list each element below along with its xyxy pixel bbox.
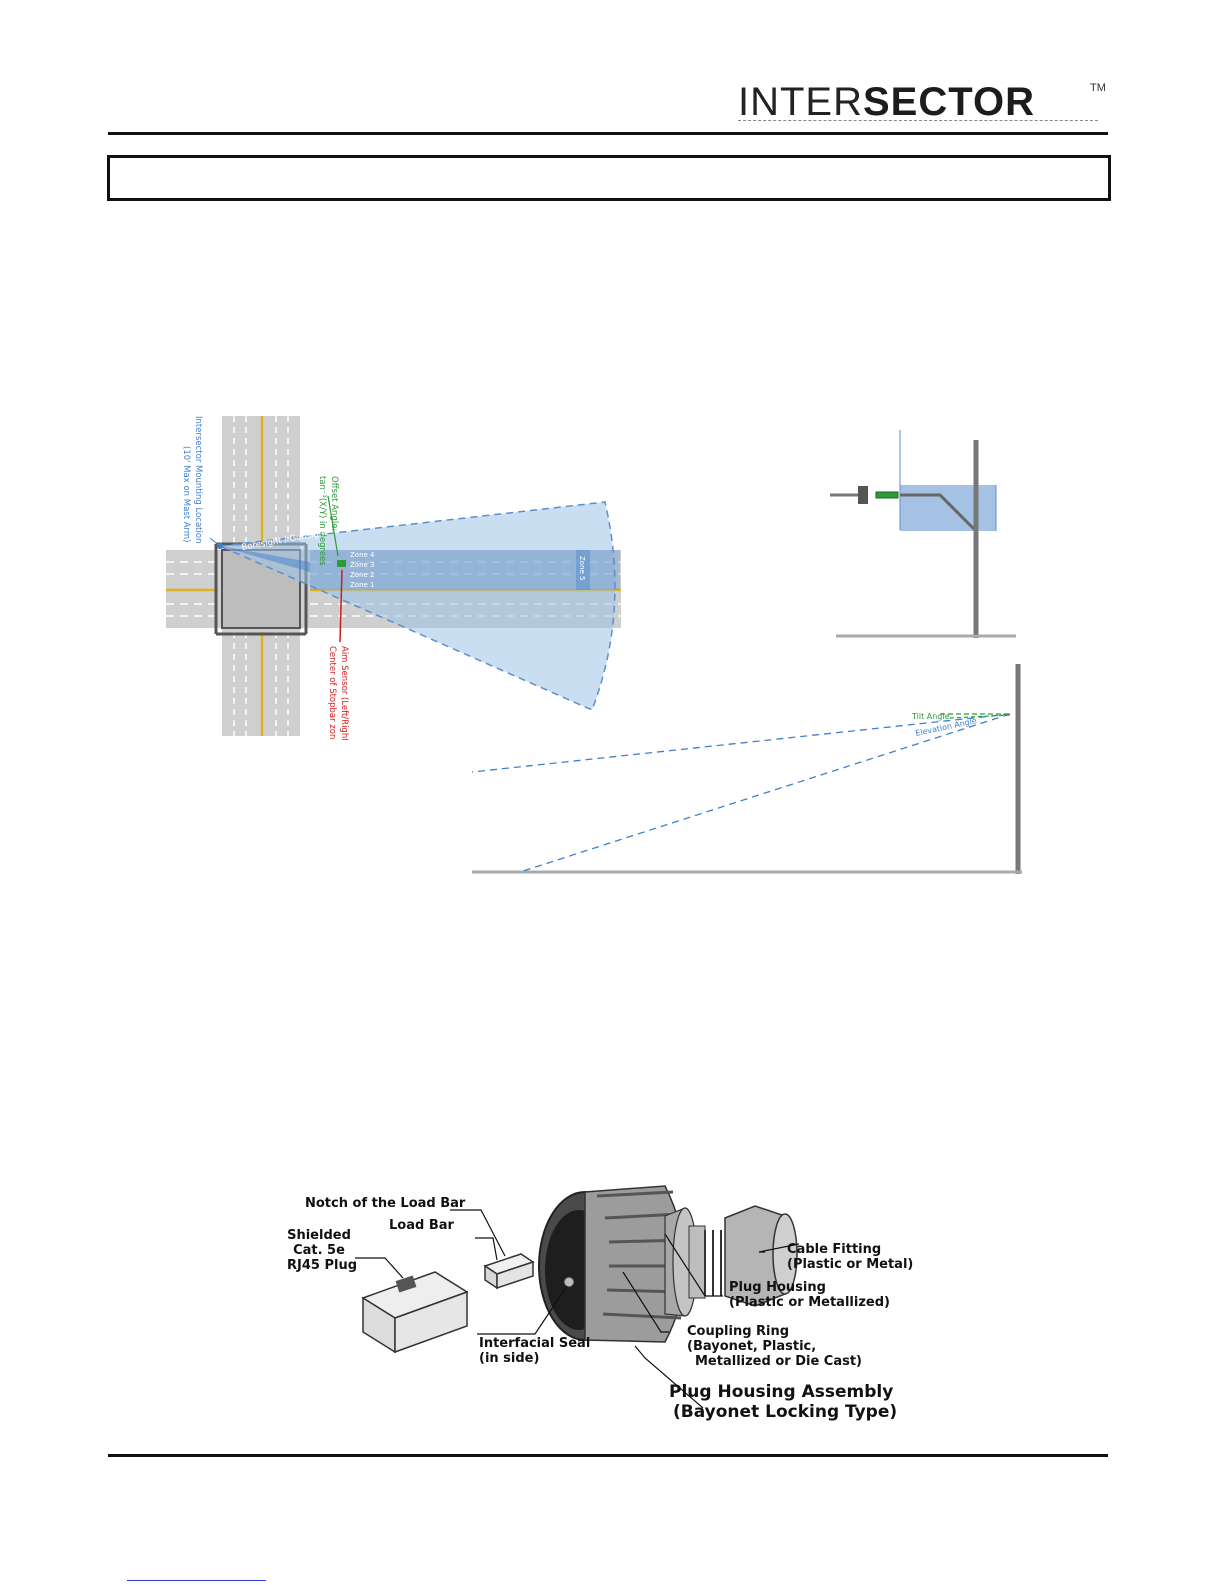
zone-2-label: Zone 2 xyxy=(350,571,375,579)
zone-band xyxy=(310,550,620,590)
load-bar xyxy=(483,1253,535,1290)
aim-arrow xyxy=(339,569,343,643)
plug-housing-line2: (Plastic or Metallized) xyxy=(729,1295,890,1310)
rj45-label-line3: RJ45 Plug xyxy=(287,1258,358,1273)
sensor-location-dot xyxy=(217,543,223,549)
offset-angle-label-1: Offset Angle: xyxy=(329,476,339,531)
coupling-ring-label: Coupling Ring (Bayonet, Plastic, Metalli… xyxy=(687,1324,862,1369)
footer-link-underline xyxy=(127,1580,266,1581)
coupling-ring xyxy=(538,1185,687,1343)
intersection-plan-diagram: Intersector Mounting Location (10' Max o… xyxy=(166,416,621,740)
sensor-unit xyxy=(858,486,868,504)
header-rule xyxy=(108,132,1108,135)
offset-marker xyxy=(337,560,346,567)
elevation-diagram: Tilt Angle Elevation Angle xyxy=(471,664,1022,874)
zone-4-label: Zone 4 xyxy=(350,551,375,559)
detection-area xyxy=(900,485,996,531)
plug-housing-line1: Plug Housing xyxy=(729,1280,826,1295)
coupling-line3: Metallized or Die Cast) xyxy=(695,1354,862,1369)
plug-housing xyxy=(664,1207,722,1317)
seal-line2: (in side) xyxy=(479,1351,540,1366)
cable-fitting-label: Cable Fitting (Plastic or Metal) xyxy=(787,1242,913,1272)
mounting-location-label-2: (10' Max on Mast Arm) xyxy=(181,446,191,543)
cable-fitting-line2: (Plastic or Metal) xyxy=(787,1257,914,1272)
offset-angle-label-2: tan⁻¹(X/Y) in degrees xyxy=(317,476,327,566)
logo-text: INTERSECTOR xyxy=(738,80,1035,124)
sensor-field-of-view xyxy=(217,501,616,712)
zone-1-label: Zone 1 xyxy=(350,581,375,589)
zone-3-label: Zone 3 xyxy=(350,561,375,569)
plug-housing-assembly-label: Plug Housing Assembly (Bayonet Locking T… xyxy=(669,1382,897,1422)
connector-illustration xyxy=(355,1185,800,1409)
rj45-plug xyxy=(361,1271,469,1354)
cable-fitting xyxy=(724,1205,798,1307)
upper-beam-line xyxy=(471,713,1011,773)
mounting-location-label-1: Intersector Mounting Location xyxy=(193,416,203,543)
pole-side-view-diagram xyxy=(830,430,1016,638)
plug-housing-label: Plug Housing (Plastic or Metallized) xyxy=(729,1280,890,1310)
rj45-plug-label: Shielded Cat. 5e RJ45 Plug xyxy=(287,1228,358,1273)
tilt-angle-label: Tilt Angle xyxy=(911,712,950,721)
aim-sensor-label-1: Aim Sensor (Left/Right) to xyxy=(339,646,349,740)
boresight-band xyxy=(220,546,310,572)
interfacial-seal-label: Interfacial Seal (in side) xyxy=(479,1336,590,1366)
assembly-line2: (Bayonet Locking Type) xyxy=(673,1402,898,1422)
connector-assembly-figure: Notch of the Load Bar Load Bar Shielded … xyxy=(285,1146,913,1426)
footer-rule xyxy=(108,1454,1108,1457)
tilt-angle-line xyxy=(949,714,1011,719)
mast-arm xyxy=(900,493,977,532)
load-bar-label: Load Bar xyxy=(389,1218,454,1233)
section-title-box xyxy=(107,155,1111,201)
trademark-mark: TM xyxy=(1090,82,1106,94)
rj45-label-line1: Shielded xyxy=(287,1228,351,1243)
intersector-logo: INTERSECTOR TM xyxy=(738,74,1110,134)
zone5-marker xyxy=(576,550,590,590)
sensor-offset-bar xyxy=(875,491,899,499)
assembly-line1: Plug Housing Assembly xyxy=(669,1382,894,1402)
seal-line1: Interfacial Seal xyxy=(479,1336,591,1351)
cable-fitting-line1: Cable Fitting xyxy=(787,1242,882,1257)
offset-arrow xyxy=(327,495,339,557)
aim-sensor-label-2: Center of Stopbar zones xyxy=(327,646,337,740)
coupling-line2: (Bayonet, Plastic, xyxy=(687,1339,817,1354)
coupling-line1: Coupling Ring xyxy=(687,1324,790,1339)
notch-of-load-bar-label: Notch of the Load Bar xyxy=(305,1196,466,1211)
zone-5-label: Zone 5 xyxy=(578,556,586,581)
rj45-label-line2: Cat. 5e xyxy=(293,1243,345,1258)
lower-beam-line xyxy=(519,713,1011,873)
logo-text-inter: INTER xyxy=(738,80,863,124)
logo-text-sector: SECTOR xyxy=(863,80,1035,124)
